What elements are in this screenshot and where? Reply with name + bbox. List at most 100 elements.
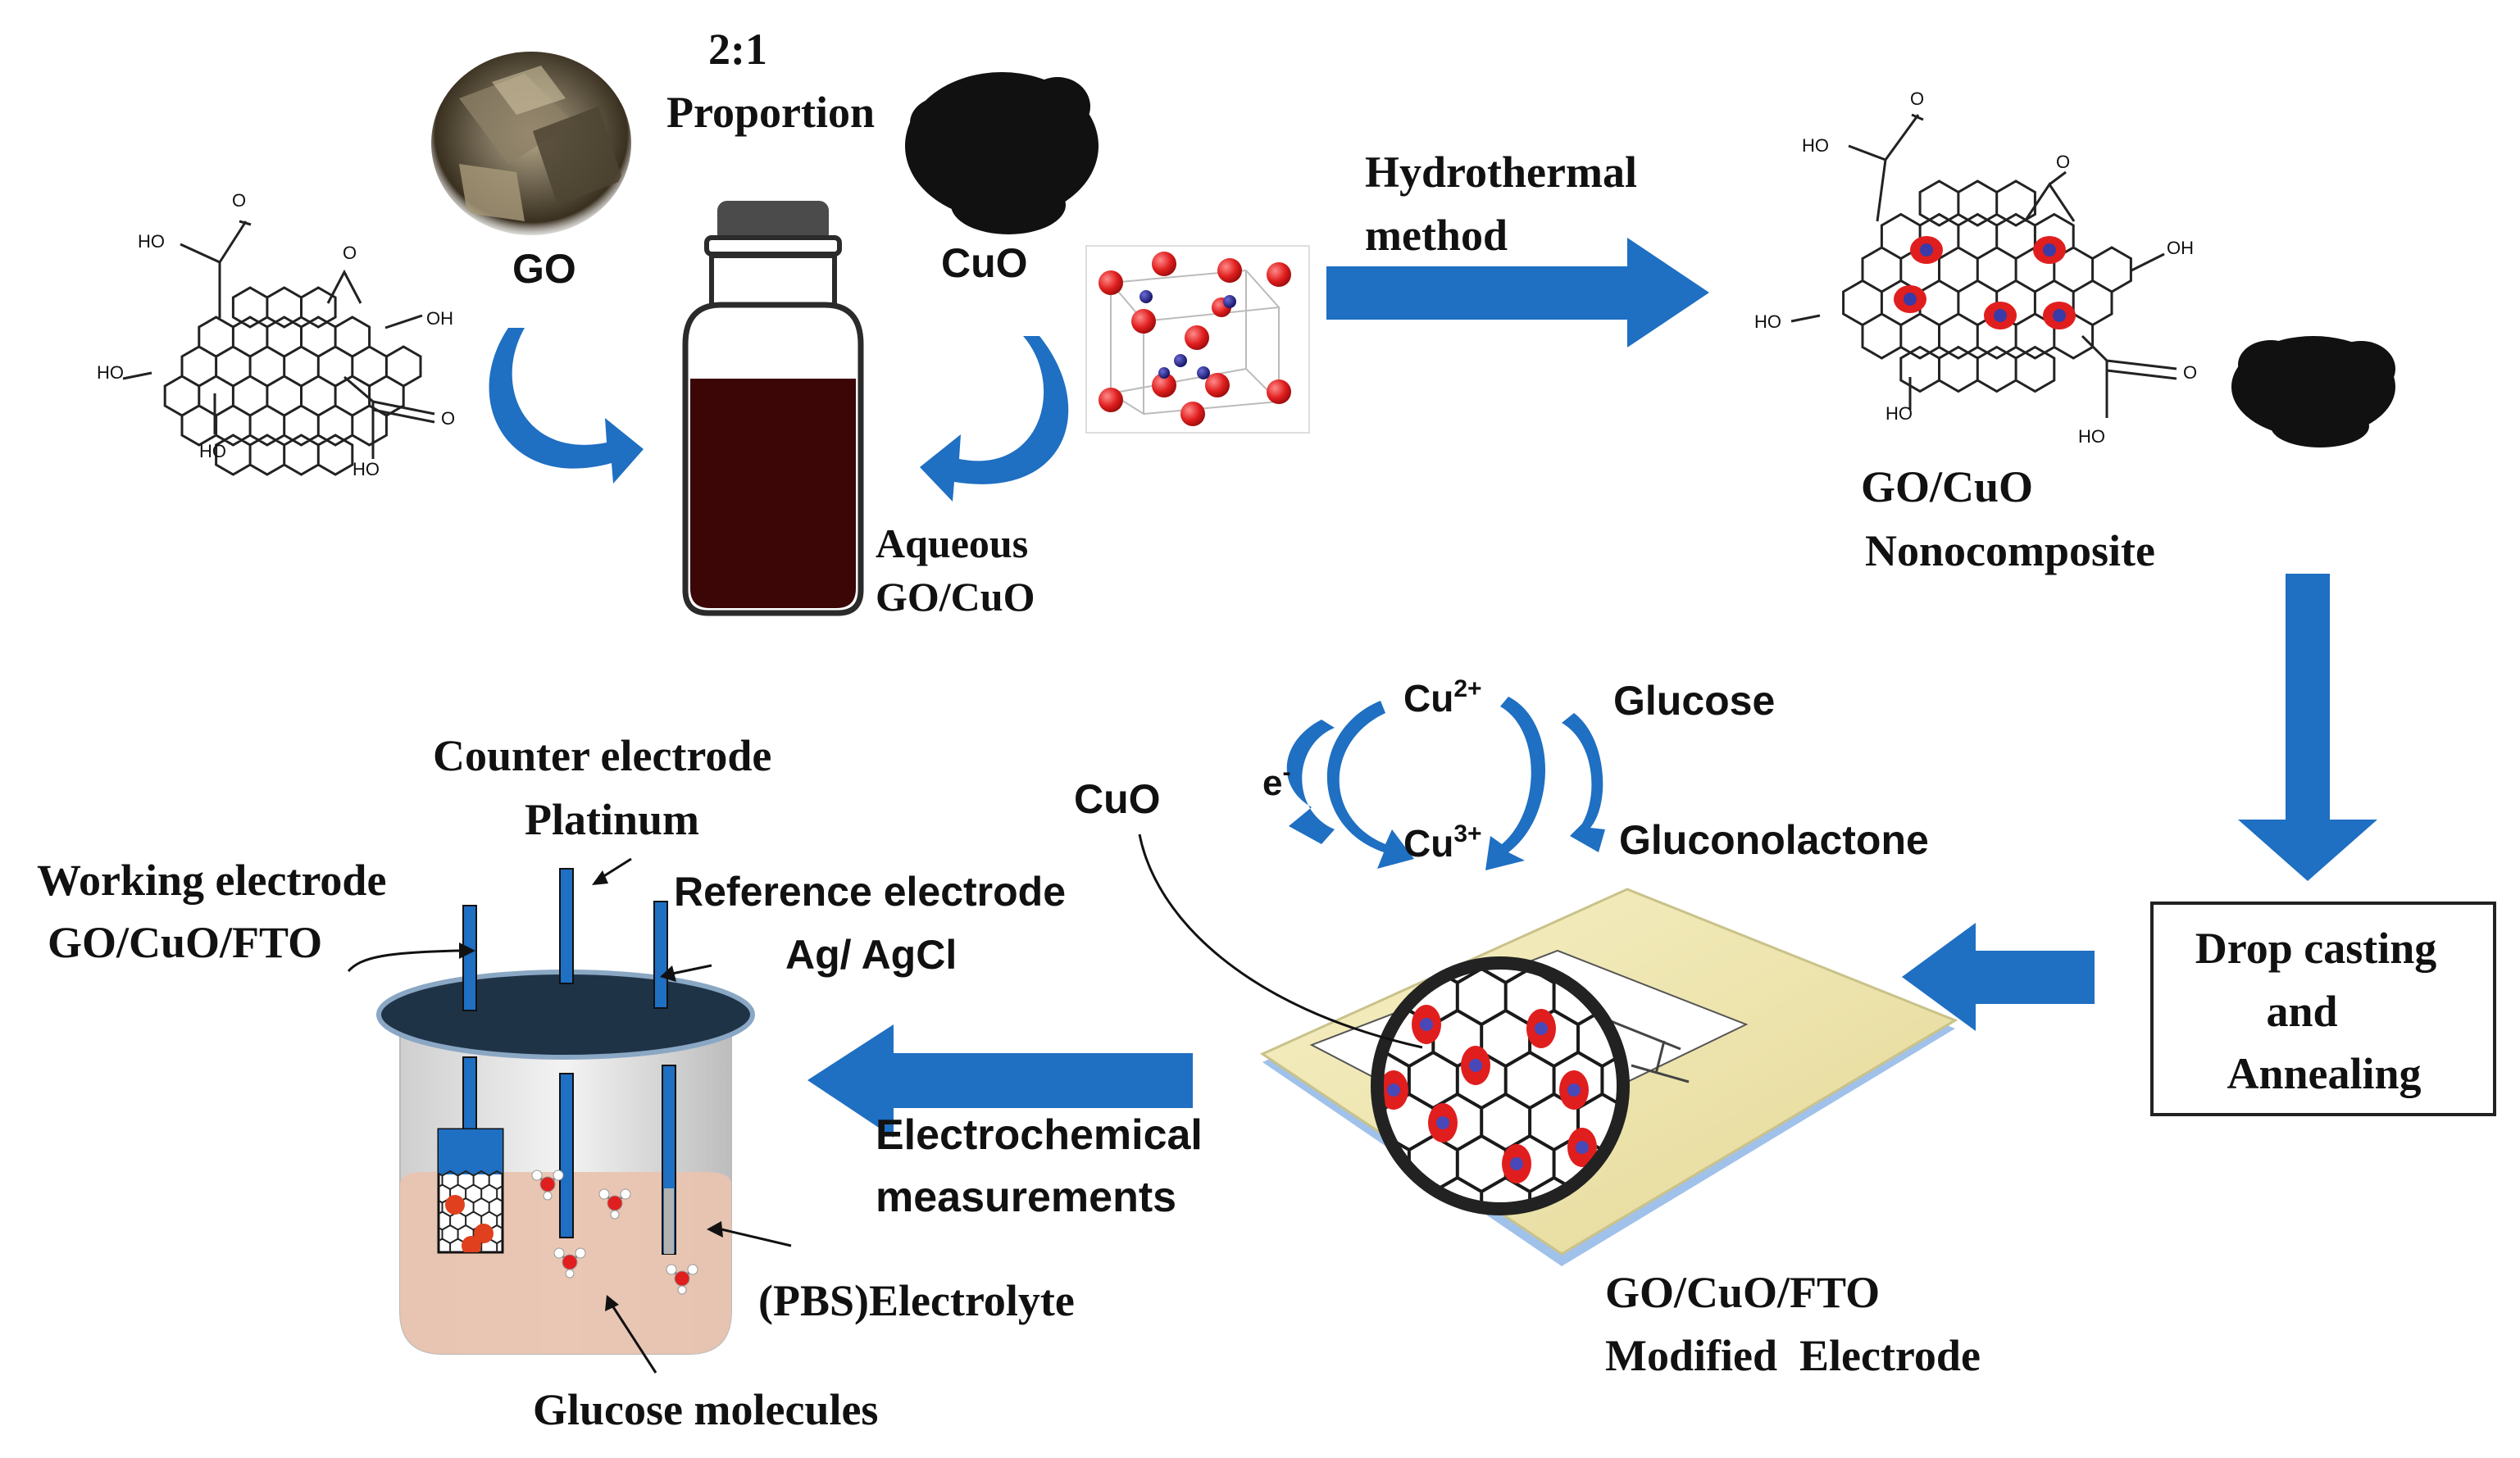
nano-label-o-right: O (2183, 362, 2197, 383)
vial (682, 201, 864, 616)
nano-functional-bonds (1790, 113, 2177, 418)
go-label: GO (512, 246, 576, 292)
nano-label-o-epoxy: O (2056, 152, 2070, 172)
cuo-particle-core (1920, 243, 1933, 257)
counter-electrode-pointer (602, 857, 632, 879)
electron-superscript: - (1282, 759, 1290, 786)
cu3-base: Cu (1403, 822, 1453, 865)
reference-electrode-label-line2: Ag/ AgCl (785, 932, 957, 978)
counter-electrode-label-line1: Counter electrode (433, 731, 771, 780)
reference-electrode-label-line1: Reference electrode (674, 869, 1066, 915)
drop-casting-label-line3: Annealing (2227, 1049, 2421, 1098)
cuo-particle-core (1994, 309, 2007, 322)
electrolyte-label: (PBS)Electrolyte (758, 1276, 1075, 1325)
cuo-mid-label: CuO (1074, 776, 1161, 822)
nano-label-ho-left: HO (1754, 311, 1781, 332)
cu2-superscript: 2+ (1453, 675, 1481, 702)
electron-base: e (1262, 763, 1282, 803)
electrochemical-label-line2: measurements (876, 1174, 1176, 1221)
proportion-label: Proportion (666, 88, 875, 137)
nano-hexagon-lattice (1842, 179, 2132, 393)
graphene-oxide-structure (163, 286, 422, 476)
cu2-label: Cu2+ (1403, 675, 1482, 720)
gluconolactone-label: Gluconolactone (1619, 817, 1929, 863)
aqueous-label-line1: Aqueous (876, 520, 1028, 566)
leader-arrowheads (459, 870, 723, 1311)
go-powder-photo (431, 52, 631, 235)
working-electrode-label-line2: GO/CuO/FTO (48, 918, 322, 967)
sample-cuo-particle (445, 1195, 465, 1215)
cu3-superscript: 3+ (1453, 820, 1481, 847)
arrow-down-drop-casting (2238, 574, 2377, 881)
glucose-molecule (666, 1264, 698, 1295)
cuo-powder-right (2231, 336, 2395, 447)
magnified-cuo-core (1387, 1083, 1400, 1097)
go-cuo-nanocomposite-structure (1842, 179, 2132, 393)
working-electrode-label-line1: Working electrode (37, 856, 386, 905)
reference-electrode-pointer (671, 964, 712, 975)
counter-electrode-label-line2: Platinum (525, 795, 699, 844)
go-label-oh-right: OH (426, 308, 453, 329)
magnified-cuo-core (1510, 1157, 1523, 1170)
sample-cuo-particle (462, 1236, 481, 1252)
ratio-label: 2:1 (708, 25, 767, 74)
nano-label-o-top: O (1910, 89, 1924, 109)
go-label-o-top: O (232, 190, 246, 211)
hydrothermal-label-line2: method (1365, 211, 1508, 260)
redox-arrow-cu-reduction (1326, 701, 1414, 869)
glucose-molecules (531, 1170, 698, 1295)
nano-label-ho-bottom: HO (1885, 403, 1913, 424)
cuo-crystal-cell (1085, 245, 1310, 434)
go-label-ho-left: HO (97, 362, 124, 383)
glucose-molecule (531, 1170, 564, 1201)
nano-label-ho-top: HO (1802, 135, 1829, 156)
magnified-cuo-core (1576, 1141, 1589, 1154)
electron-label: e- (1262, 759, 1290, 803)
redox-arrow-cu-oxidation (1485, 697, 1545, 870)
leader-lines (347, 857, 792, 1374)
cuo-particle-core (2053, 309, 2066, 322)
cu3-label: Cu3+ (1403, 820, 1482, 865)
arrow-electrochemical (807, 1024, 1193, 1138)
working-electrode-pointer (347, 949, 460, 973)
magnifier-circle (1371, 956, 1630, 1215)
cuo-particle-core (2043, 243, 2056, 257)
nano-label-ho-bottom-right: HO (2078, 426, 2105, 447)
glucose-molecules-label: Glucose molecules (533, 1385, 878, 1434)
glucose-label: Glucose (1613, 678, 1775, 724)
go-label-o-right: O (441, 408, 455, 429)
cuo-particle-core (1904, 293, 1917, 306)
electrochemical-label-line1: Electrochemical (876, 1111, 1203, 1159)
aqueous-label-line2: GO/CuO (876, 574, 1035, 620)
magnified-cuo-core (1436, 1116, 1449, 1129)
cuo-top-label: CuO (941, 240, 1028, 286)
go-label-ho-bottom-right: HO (353, 459, 380, 479)
magnified-cuo-core (1567, 1083, 1581, 1097)
cuo-nanoparticles (1894, 236, 2076, 329)
electrolyte-pointer (721, 1228, 792, 1247)
arrow-hydrothermal (1326, 238, 1709, 347)
go-label-ho-top: HO (138, 231, 165, 252)
fto-label-line2: Modified Electrode (1605, 1331, 1981, 1380)
fto-label-line1: GO/CuO/FTO (1605, 1268, 1880, 1317)
nanocomposite-label-line2: Nonocomposite (1865, 526, 2155, 575)
drop-casting-label-line2: and (2266, 987, 2337, 1036)
sample-cuo-particle (474, 1224, 494, 1243)
cu2-base: Cu (1403, 677, 1453, 720)
go-functional-bonds (122, 220, 435, 459)
redox-arrow-left (1286, 720, 1335, 844)
arrow-to-fto-electrode (1902, 923, 2095, 1031)
magnified-cuo-core (1535, 1022, 1548, 1035)
redox-arrow-glucose (1562, 713, 1605, 852)
glucose-molecule (553, 1247, 586, 1279)
go-structure-labels: HO O O OH HO HO O HO (97, 190, 455, 479)
nano-structure-labels: HO O O OH HO HO O HO (1754, 89, 2197, 447)
nanocomposite-label-line1: GO/CuO (1861, 462, 2033, 511)
go-label-ho-bottom: HO (199, 441, 226, 461)
glucose-molecules-pointer (609, 1302, 657, 1374)
curved-arrow-go-to-vial (489, 328, 644, 484)
cuo-pointer-line (1138, 833, 1423, 1049)
cuo-powder-top (905, 72, 1099, 234)
go-label-o-epoxy: O (343, 243, 357, 263)
